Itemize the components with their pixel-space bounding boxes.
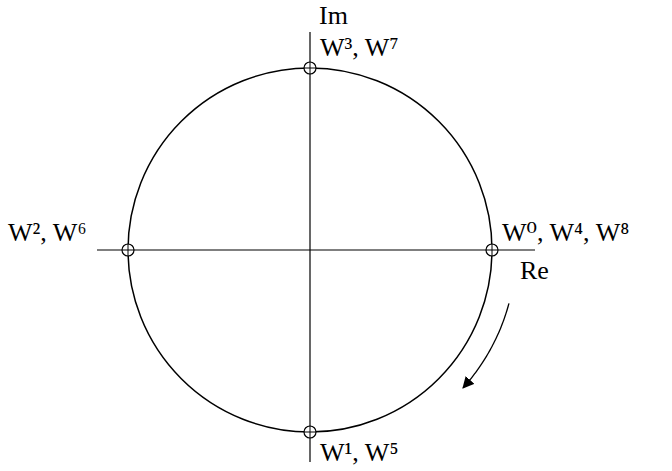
- marker-cross: [486, 244, 498, 256]
- marker-cross: [304, 426, 316, 438]
- marker-cross: [122, 244, 134, 256]
- root-marker: [486, 244, 498, 256]
- unit-circle: [128, 68, 492, 432]
- root-label: W⁰, W⁴, W⁸: [502, 220, 629, 246]
- marker-ring: [304, 426, 316, 438]
- root-label: W², W⁶: [8, 220, 86, 246]
- root-markers: [122, 62, 498, 438]
- root-marker: [304, 426, 316, 438]
- axis-label: Re: [520, 258, 549, 284]
- axis-label: Im: [319, 3, 348, 29]
- root-label: W³, W⁷: [320, 35, 398, 61]
- imaginary-axis: [309, 32, 310, 462]
- direction-arrow: [463, 303, 509, 388]
- marker-ring: [122, 244, 134, 256]
- root-label: W¹, W⁵: [320, 440, 398, 466]
- root-marker: [304, 62, 316, 74]
- marker-cross: [304, 62, 316, 74]
- marker-ring: [486, 244, 498, 256]
- marker-ring: [304, 62, 316, 74]
- root-marker: [122, 244, 134, 256]
- real-axis: [97, 249, 535, 250]
